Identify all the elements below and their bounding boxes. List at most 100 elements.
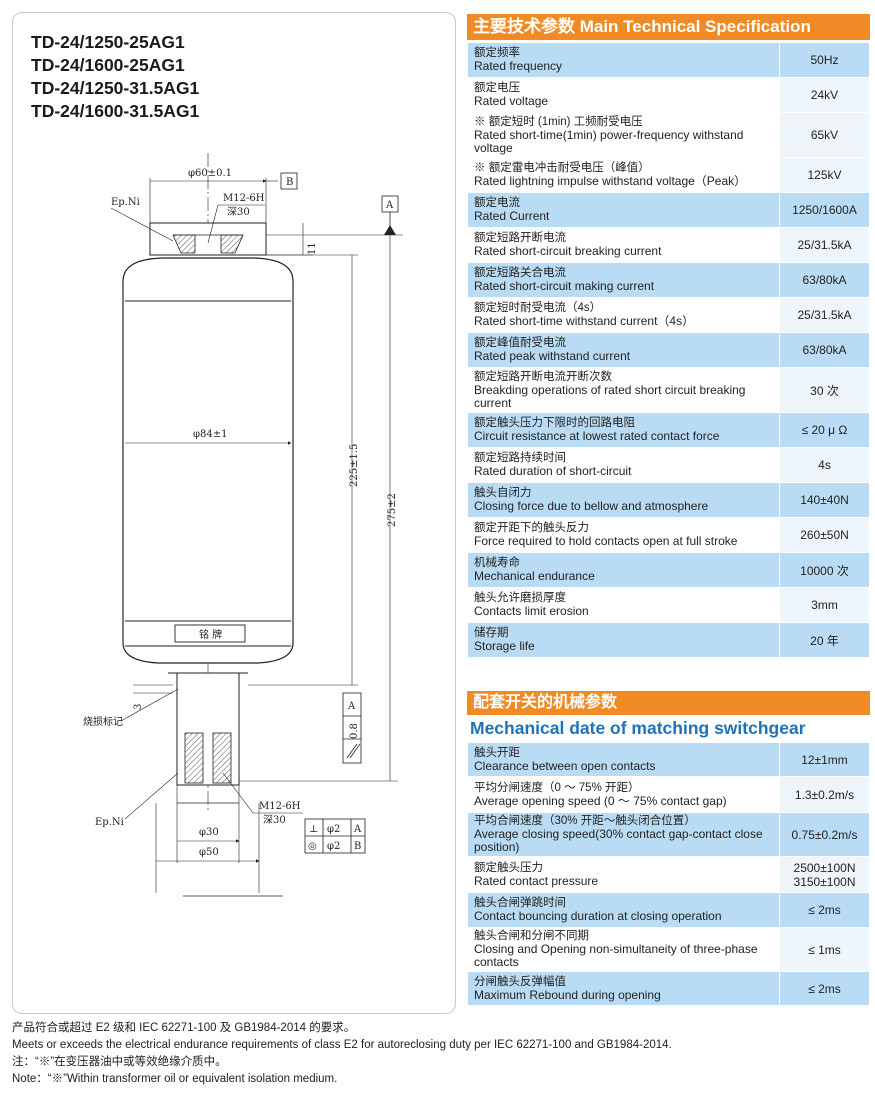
row-label-zh: 额定频率 bbox=[474, 47, 520, 59]
dim-dia-top: φ60±0.1 bbox=[188, 168, 232, 179]
table-row: 额定短时耐受电流（4s）Rated short-time withstand c… bbox=[467, 297, 870, 333]
row-value: ≤ 2ms bbox=[779, 971, 870, 1006]
row-label-en: Closing force due to bellow and atmosphe… bbox=[474, 499, 709, 513]
row-label-en: Rated contact pressure bbox=[474, 873, 599, 888]
note-line: 产品符合或超过 E2 级和 IEC 62271-100 及 GB1984-201… bbox=[12, 1022, 356, 1034]
row-value: 2500±100N bbox=[793, 860, 856, 875]
model-name: TD-24/1250-31.5AG1 bbox=[31, 78, 200, 98]
technical-drawing: 铭 牌 φ60±0.1 B Ep.Ni M12-6H 深30 A bbox=[83, 153, 403, 897]
row-label-zh: 平均分闸速度（0 ～ 75% 开距） bbox=[474, 781, 640, 794]
row-value: 1250/1600A bbox=[779, 192, 870, 228]
row-value: 4s bbox=[779, 447, 870, 483]
row-label-en: Rated lightning impulse withstand voltag… bbox=[474, 174, 747, 188]
nameplate-label: 铭 牌 bbox=[199, 628, 222, 641]
tol-box-value: 0.8 bbox=[349, 723, 360, 739]
row-label-zh: 额定触头压力 bbox=[474, 861, 543, 874]
mech-title: 配套开关的机械参数 bbox=[467, 691, 870, 715]
row-label-zh: ※ 额定短时 (1min) 工频耐受电压 bbox=[474, 115, 643, 128]
row-value: ≤ 1ms bbox=[779, 927, 870, 972]
row-label-en: Rated duration of short-circuit bbox=[474, 464, 632, 478]
row-label-en: Average opening speed (0 ～ 75% contact g… bbox=[474, 793, 727, 808]
dim-275: 275±2 bbox=[387, 493, 398, 527]
ep-ni-bottom: Ep.Ni bbox=[95, 817, 124, 828]
row-label-en: Circuit resistance at lowest rated conta… bbox=[474, 429, 720, 443]
row-label-en: Mechanical endurance bbox=[474, 569, 595, 583]
model-name: TD-24/1600-31.5AG1 bbox=[31, 101, 200, 121]
row-label-en: Rated Current bbox=[474, 209, 550, 223]
row-label-en: Force required to hold contacts open at … bbox=[474, 534, 738, 548]
row-label-zh: 触头开距 bbox=[474, 746, 520, 759]
model-name: TD-24/1250-25AG1 bbox=[31, 32, 185, 52]
row-value: 125kV bbox=[779, 157, 870, 193]
row-label-zh: 额定峰值耐受电流 bbox=[474, 337, 566, 349]
tol1-symbol: ⊥ bbox=[309, 824, 318, 835]
row-label-en: Rated short-circuit making current bbox=[474, 279, 655, 293]
row-label-en: Clearance between open contacts bbox=[474, 758, 656, 773]
row-label-zh: 触头允许磨损厚度 bbox=[474, 592, 566, 604]
row-value: 24kV bbox=[779, 77, 870, 113]
depth-top: 深30 bbox=[227, 206, 250, 218]
dim-dia-body: φ84±1 bbox=[193, 429, 227, 440]
mech-subtitle: Mechanical date of matching switchgear bbox=[470, 718, 806, 738]
row-value: 50Hz bbox=[779, 42, 870, 78]
tol2-value: φ2 bbox=[327, 841, 340, 852]
row-label-en: Contact bouncing duration at closing ope… bbox=[474, 909, 722, 923]
row-label-zh: 机械寿命 bbox=[474, 557, 520, 569]
top-terminal bbox=[149, 222, 267, 256]
row-label-zh: 额定短路开断电流 bbox=[474, 232, 566, 244]
row-value: 140±40N bbox=[779, 482, 870, 518]
row-label-zh: 触头自闭力 bbox=[474, 487, 532, 499]
tol1-ref: A bbox=[353, 824, 362, 835]
interrupter-body bbox=[122, 257, 294, 664]
row-label-zh: 储存期 bbox=[474, 627, 509, 639]
row-value: 63/80kA bbox=[779, 262, 870, 298]
row-value-2: 3150±100N bbox=[793, 874, 856, 889]
row-label-zh: 触头合闸弹跳时间 bbox=[474, 897, 566, 909]
note-line: Meets or exceeds the electrical enduranc… bbox=[12, 1039, 672, 1051]
dim-dia-50: φ50 bbox=[199, 847, 219, 858]
row-label-zh: 额定电压 bbox=[474, 82, 520, 94]
table-row: 平均分闸速度（0 ～ 75% 开距）Average opening speed … bbox=[467, 776, 870, 813]
drawing-panel: TD-24/1250-25AG1 TD-24/1600-25AG1 TD-24/… bbox=[12, 12, 456, 1014]
table-row: ※ 额定雷电冲击耐受电压（峰值）Rated lightning impulse … bbox=[467, 157, 870, 193]
note-line: 注：“※”在变压器油中或等效绝缘介质中。 bbox=[12, 1056, 227, 1068]
row-label-en: Breakding operations of rated short circ… bbox=[474, 382, 746, 410]
nameplate-box bbox=[174, 624, 246, 643]
wear-mark: 烧损标记 bbox=[83, 715, 123, 728]
tol2-symbol: ◎ bbox=[308, 841, 317, 852]
dim-11: 11 bbox=[307, 242, 318, 255]
row-label-en: Contacts limit erosion bbox=[474, 604, 589, 618]
tol2-ref: B bbox=[354, 841, 361, 852]
spec-title: 主要技术参数 Main Technical Specification bbox=[467, 14, 870, 40]
depth-bottom: 深30 bbox=[263, 814, 286, 826]
row-value: 260±50N bbox=[779, 517, 870, 553]
dim-dia-30: φ30 bbox=[199, 827, 219, 838]
ep-ni-top: Ep.Ni bbox=[111, 197, 140, 208]
row-value: 1.3±0.2m/s bbox=[779, 776, 870, 813]
row-label-en: Storage life bbox=[474, 639, 535, 653]
row-label-en: Rated peak withstand current bbox=[474, 349, 631, 363]
row-label-en: Rated short-time(1min) power-frequency w… bbox=[474, 127, 744, 155]
thread-top: M12-6H bbox=[223, 193, 265, 204]
row-label-zh: 额定开距下的触头反力 bbox=[474, 522, 589, 534]
dim-225: 225±1.5 bbox=[349, 444, 360, 487]
row-value: 10000 次 bbox=[779, 552, 870, 588]
row-label-zh: 触头合闸和分闸不同期 bbox=[474, 930, 589, 942]
row-value: 3mm bbox=[779, 587, 870, 623]
